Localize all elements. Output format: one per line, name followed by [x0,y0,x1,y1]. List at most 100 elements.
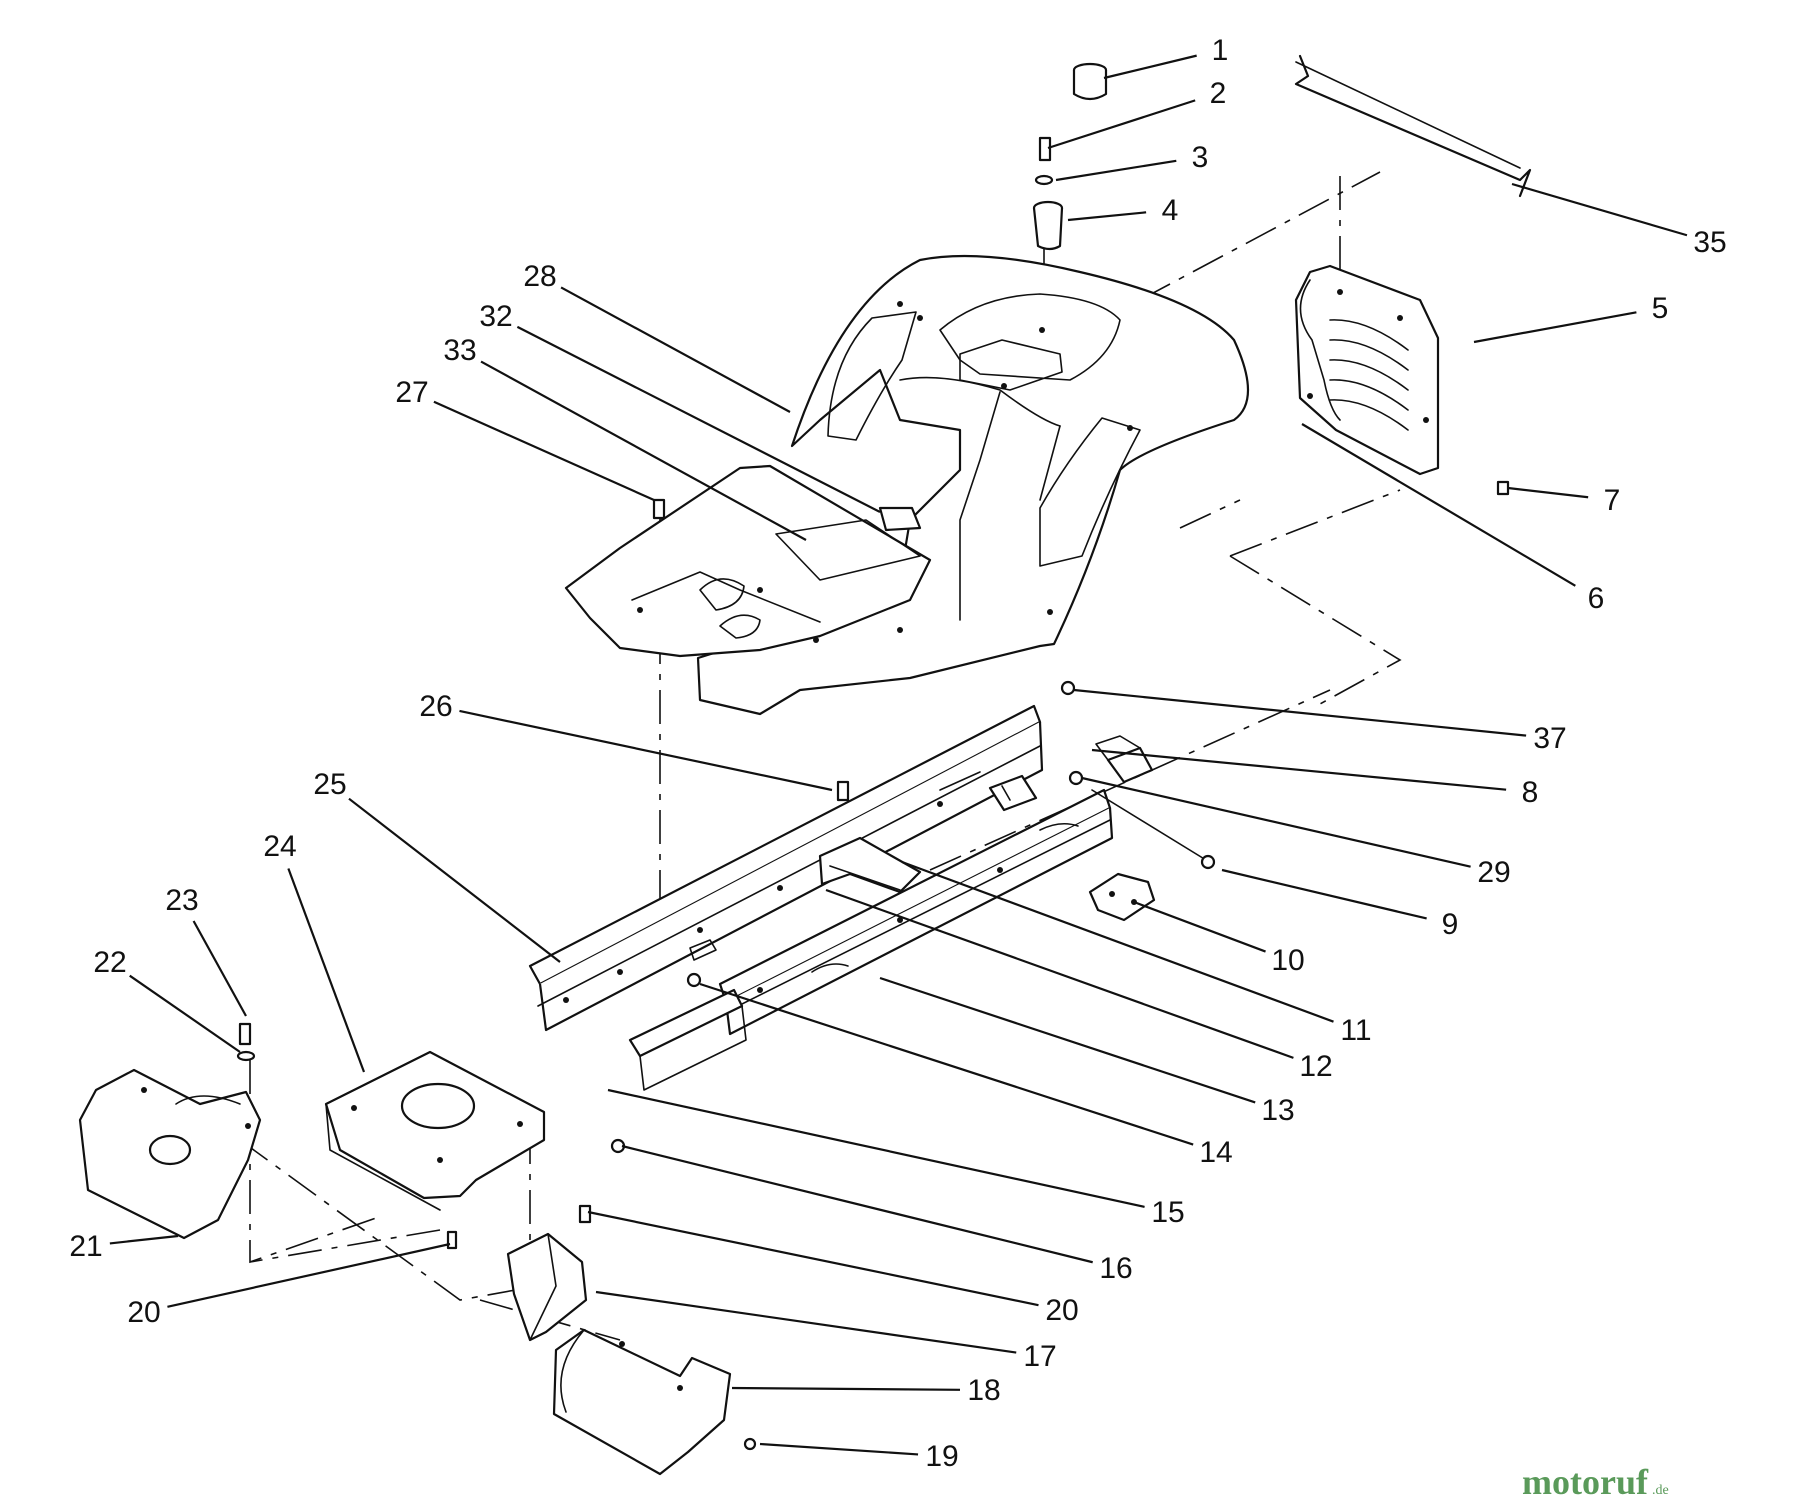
callout-label-33: 33 [443,334,476,367]
callout-leader-21 [109,1234,179,1245]
part-21-bracket [78,1068,262,1240]
part-22-washer [236,1050,256,1062]
part-10-clip [1088,872,1156,922]
callout-leader-35 [1511,182,1688,237]
callout-leader-25 [348,797,561,963]
part-5-shroud [1294,264,1440,476]
part-35-rail [1294,54,1532,198]
callout-label-7: 7 [1604,484,1621,517]
part-13-frame-rail [718,788,1114,1036]
callout-label-21: 21 [69,1230,102,1263]
callout-leader-3 [1055,159,1177,182]
part-28-fender [696,254,1250,716]
part-23-bolt [238,1022,252,1046]
callout-leader-22 [129,974,241,1053]
callout-label-12: 12 [1299,1050,1332,1083]
callout-leader-1 [1103,54,1197,80]
callout-label-35: 35 [1693,226,1726,259]
callout-leader-28 [560,286,791,413]
callout-label-22: 22 [93,946,126,979]
watermark-brand: motoruf [1522,1462,1649,1502]
callout-leader-15 [607,1088,1145,1208]
part-37-nut [1060,680,1076,696]
callout-label-5: 5 [1652,292,1669,325]
part-4-bushing [1032,200,1064,251]
part-15-rail-end [628,988,747,1091]
callout-leader-4 [1067,211,1147,222]
callout-leader-7 [1507,486,1589,499]
callout-leader-13 [879,976,1256,1104]
callout-leader-14 [699,982,1194,1146]
watermark-suffix: .de [1652,1483,1669,1498]
callout-label-24: 24 [263,830,296,863]
callout-label-9: 9 [1442,908,1459,941]
callout-label-27: 27 [395,376,428,409]
part-9-link [1091,789,1216,870]
part-2-bolt [1038,136,1052,162]
callout-leader-19 [759,1442,919,1456]
part-14-nut [686,972,702,988]
callout-label-29: 29 [1477,856,1510,889]
part-26-bolt [836,780,850,802]
callout-label-8: 8 [1522,776,1539,809]
watermark: motoruf .de [1522,1462,1669,1502]
callout-leader-20 [587,1210,1039,1307]
callout-label-20: 20 [1045,1294,1078,1327]
callout-leader-2 [1047,99,1196,150]
part-27-bolt [652,498,666,520]
part-33-floor-plate [564,464,932,658]
part-29-bolt [1068,770,1084,786]
callout-label-28: 28 [523,260,556,293]
part-19-screw [743,1437,757,1451]
callout-label-32: 32 [479,300,512,333]
callout-label-16: 16 [1099,1252,1132,1285]
callout-leader-32 [516,325,881,513]
callout-label-25: 25 [313,768,346,801]
callout-label-14: 14 [1199,1136,1232,1169]
callout-label-3: 3 [1192,141,1209,174]
part-25-frame-rail [528,704,1044,1032]
callout-leader-16 [621,1144,1093,1264]
part-32-decal [878,506,922,532]
part-20-bolt-right [578,1204,592,1224]
callout-label-10: 10 [1271,944,1304,977]
callout-leader-12 [825,888,1294,1059]
part-12-crossmember [818,836,922,894]
callout-leader-33 [480,360,807,541]
callout-leader-9 [1221,868,1427,920]
part-17-shield [506,1232,588,1342]
part-24-plate [324,1050,546,1211]
part-11-bracket [988,774,1038,812]
callout-leader-37 [1073,688,1527,737]
callout-label-17: 17 [1023,1340,1056,1373]
callout-leader-5 [1473,311,1637,344]
callout-label-18: 18 [967,1374,1000,1407]
callout-leader-26 [459,709,833,792]
part-8-mount [1095,735,1154,784]
part-18-shield [552,1328,732,1476]
callout-leader-29 [1081,776,1471,868]
part-1-knob [1072,62,1108,101]
callout-leader-27 [433,400,655,502]
callout-labels: 1234355762832332737268252924923102211121… [69,34,1726,1473]
callout-leader-10 [1133,900,1266,953]
callout-label-13: 13 [1261,1094,1294,1127]
callout-label-23: 23 [165,884,198,917]
part-20-bolt-left [446,1230,458,1250]
callout-label-15: 15 [1151,1196,1184,1229]
callout-label-19: 19 [925,1440,958,1473]
callout-leader-8 [1091,748,1507,791]
callout-leader-17 [595,1290,1017,1354]
part-7-screw [1496,480,1510,496]
callout-leader-18 [731,1386,961,1391]
callout-leader-20 [167,1242,451,1308]
callout-leader-23 [192,920,247,1017]
callout-leader-24 [287,868,366,1073]
callout-label-37: 37 [1533,722,1566,755]
callout-label-26: 26 [419,690,452,723]
callout-leader-6 [1301,423,1576,587]
part-3-washer [1034,174,1054,186]
callout-label-4: 4 [1162,194,1179,227]
callout-label-6: 6 [1588,582,1605,615]
